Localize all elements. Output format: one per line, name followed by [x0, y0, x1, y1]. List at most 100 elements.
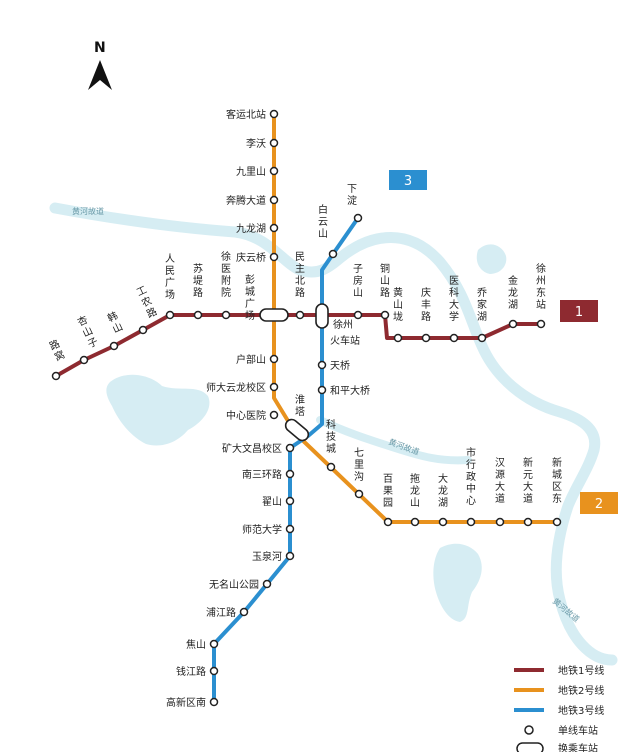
station-marker[interactable] [477, 333, 487, 343]
station-marker[interactable] [269, 354, 279, 364]
station-marker[interactable] [295, 310, 305, 320]
station-marker[interactable] [353, 310, 363, 320]
line-badge-label: 1 [575, 305, 583, 320]
station-label: 九里山 [236, 166, 266, 178]
station-label: 工农路 [135, 285, 159, 321]
station-marker[interactable] [449, 333, 459, 343]
station-marker[interactable] [317, 360, 327, 370]
station-label: 市行政中心 [466, 446, 476, 507]
station-marker[interactable] [269, 195, 279, 205]
station-marker[interactable] [438, 517, 448, 527]
station-marker[interactable] [354, 489, 364, 499]
station-marker[interactable] [383, 517, 393, 527]
river-label: 黄河故道 [72, 206, 104, 216]
station-label: 庆云桥 [236, 251, 266, 264]
horizontal-station-labels: 客运北站 李沃 九里山 奔腾大道 九龙湖 庆云桥 户部山 师大云龙校区 中心医院… [166, 108, 370, 709]
station-marker[interactable] [269, 252, 279, 262]
station-marker[interactable] [138, 325, 148, 335]
station-label: 韩山 [105, 309, 125, 336]
vertical-station-labels: 路窝杏山子韩山工农路人民广场苏堤路徐医附院彭城广场民主北路子房山铜山路黄山垅庆丰… [47, 184, 562, 509]
station-marker[interactable] [285, 496, 295, 506]
station-label: 天桥 [330, 360, 350, 372]
station-label: 百果园 [383, 473, 393, 509]
station-label: 路窝 [47, 337, 67, 364]
station-marker[interactable] [495, 517, 505, 527]
line2-stations [269, 109, 562, 527]
station-marker[interactable] [269, 109, 279, 119]
station-label: 焦山 [186, 638, 206, 651]
transfer-station-xuzhou-railway[interactable] [315, 303, 329, 329]
station-label: 下淀 [347, 184, 357, 207]
station-marker[interactable] [221, 310, 231, 320]
station-marker[interactable] [209, 666, 219, 676]
station-marker[interactable] [410, 517, 420, 527]
station-label: 新元大道 [523, 456, 533, 505]
station-label: 乔家湖 [477, 287, 487, 323]
station-marker[interactable] [466, 517, 476, 527]
station-label: 师大云龙校区 [206, 381, 266, 394]
station-marker[interactable] [239, 607, 249, 617]
station-marker[interactable] [262, 579, 272, 589]
station-label: 高新区南 [166, 696, 206, 709]
river-branch [316, 416, 472, 465]
station-marker[interactable] [326, 462, 336, 472]
station-label: 浦江路 [206, 606, 236, 619]
legend-label: 换乘车站 [558, 742, 598, 752]
legend-label: 地铁2号线 [558, 684, 604, 697]
compass-north-label: N [94, 40, 106, 56]
station-label: 无名山公园 [209, 578, 259, 591]
station-marker[interactable] [109, 341, 119, 351]
station-marker[interactable] [269, 166, 279, 176]
station-marker[interactable] [353, 213, 363, 223]
line-badge-3: 3 [389, 170, 427, 190]
station-label: 徐医附院 [221, 250, 231, 299]
station-marker[interactable] [285, 443, 295, 453]
legend-label: 单线车站 [558, 724, 598, 737]
old-yellow-river [49, 202, 618, 666]
station-marker[interactable] [536, 319, 546, 329]
station-label: 李沃 [246, 137, 266, 150]
station-marker[interactable] [380, 310, 390, 320]
station-marker[interactable] [393, 333, 403, 343]
station-marker[interactable] [508, 319, 518, 329]
station-marker[interactable] [209, 697, 219, 707]
station-marker[interactable] [552, 517, 562, 527]
station-label: 子房山 [353, 263, 363, 299]
transfer-station-pengcheng[interactable] [259, 308, 289, 322]
station-marker[interactable] [285, 524, 295, 534]
station-marker[interactable] [421, 333, 431, 343]
station-marker[interactable] [269, 382, 279, 392]
station-marker[interactable] [285, 469, 295, 479]
station-marker[interactable] [317, 385, 327, 395]
station-label: 和平大桥 [330, 384, 370, 397]
station-label: 庆丰路 [421, 286, 431, 323]
transfer-station-huaita[interactable] [283, 417, 311, 443]
station-marker[interactable] [51, 371, 61, 381]
station-marker[interactable] [269, 138, 279, 148]
station-marker[interactable] [193, 310, 203, 320]
station-label: 中心医院 [226, 409, 266, 422]
transfer-station-icon [516, 742, 544, 752]
single-station-icon [524, 725, 534, 735]
station-label: 金龙湖 [508, 274, 518, 311]
station-marker[interactable] [269, 410, 279, 420]
station-marker[interactable] [165, 310, 175, 320]
station-label: 医科大学 [449, 275, 459, 323]
station-label: 白云山 [318, 203, 328, 240]
station-marker[interactable] [328, 249, 338, 259]
station-label: 汉源大道 [495, 457, 505, 505]
station-label: 淮塔 [295, 394, 305, 418]
station-marker[interactable] [523, 517, 533, 527]
transfer-stations [259, 303, 329, 443]
station-marker[interactable] [269, 223, 279, 233]
station-marker[interactable] [209, 639, 219, 649]
line-badge-label: 2 [595, 497, 603, 512]
station-label: 师范大学 [242, 523, 282, 536]
station-marker[interactable] [79, 355, 89, 365]
station-label: 七里沟 [354, 447, 364, 483]
station-label: 九龙湖 [236, 222, 266, 235]
station-marker[interactable] [285, 551, 295, 561]
station-label: 杏山子 [75, 313, 100, 351]
station-label: 科技城 [326, 418, 336, 455]
